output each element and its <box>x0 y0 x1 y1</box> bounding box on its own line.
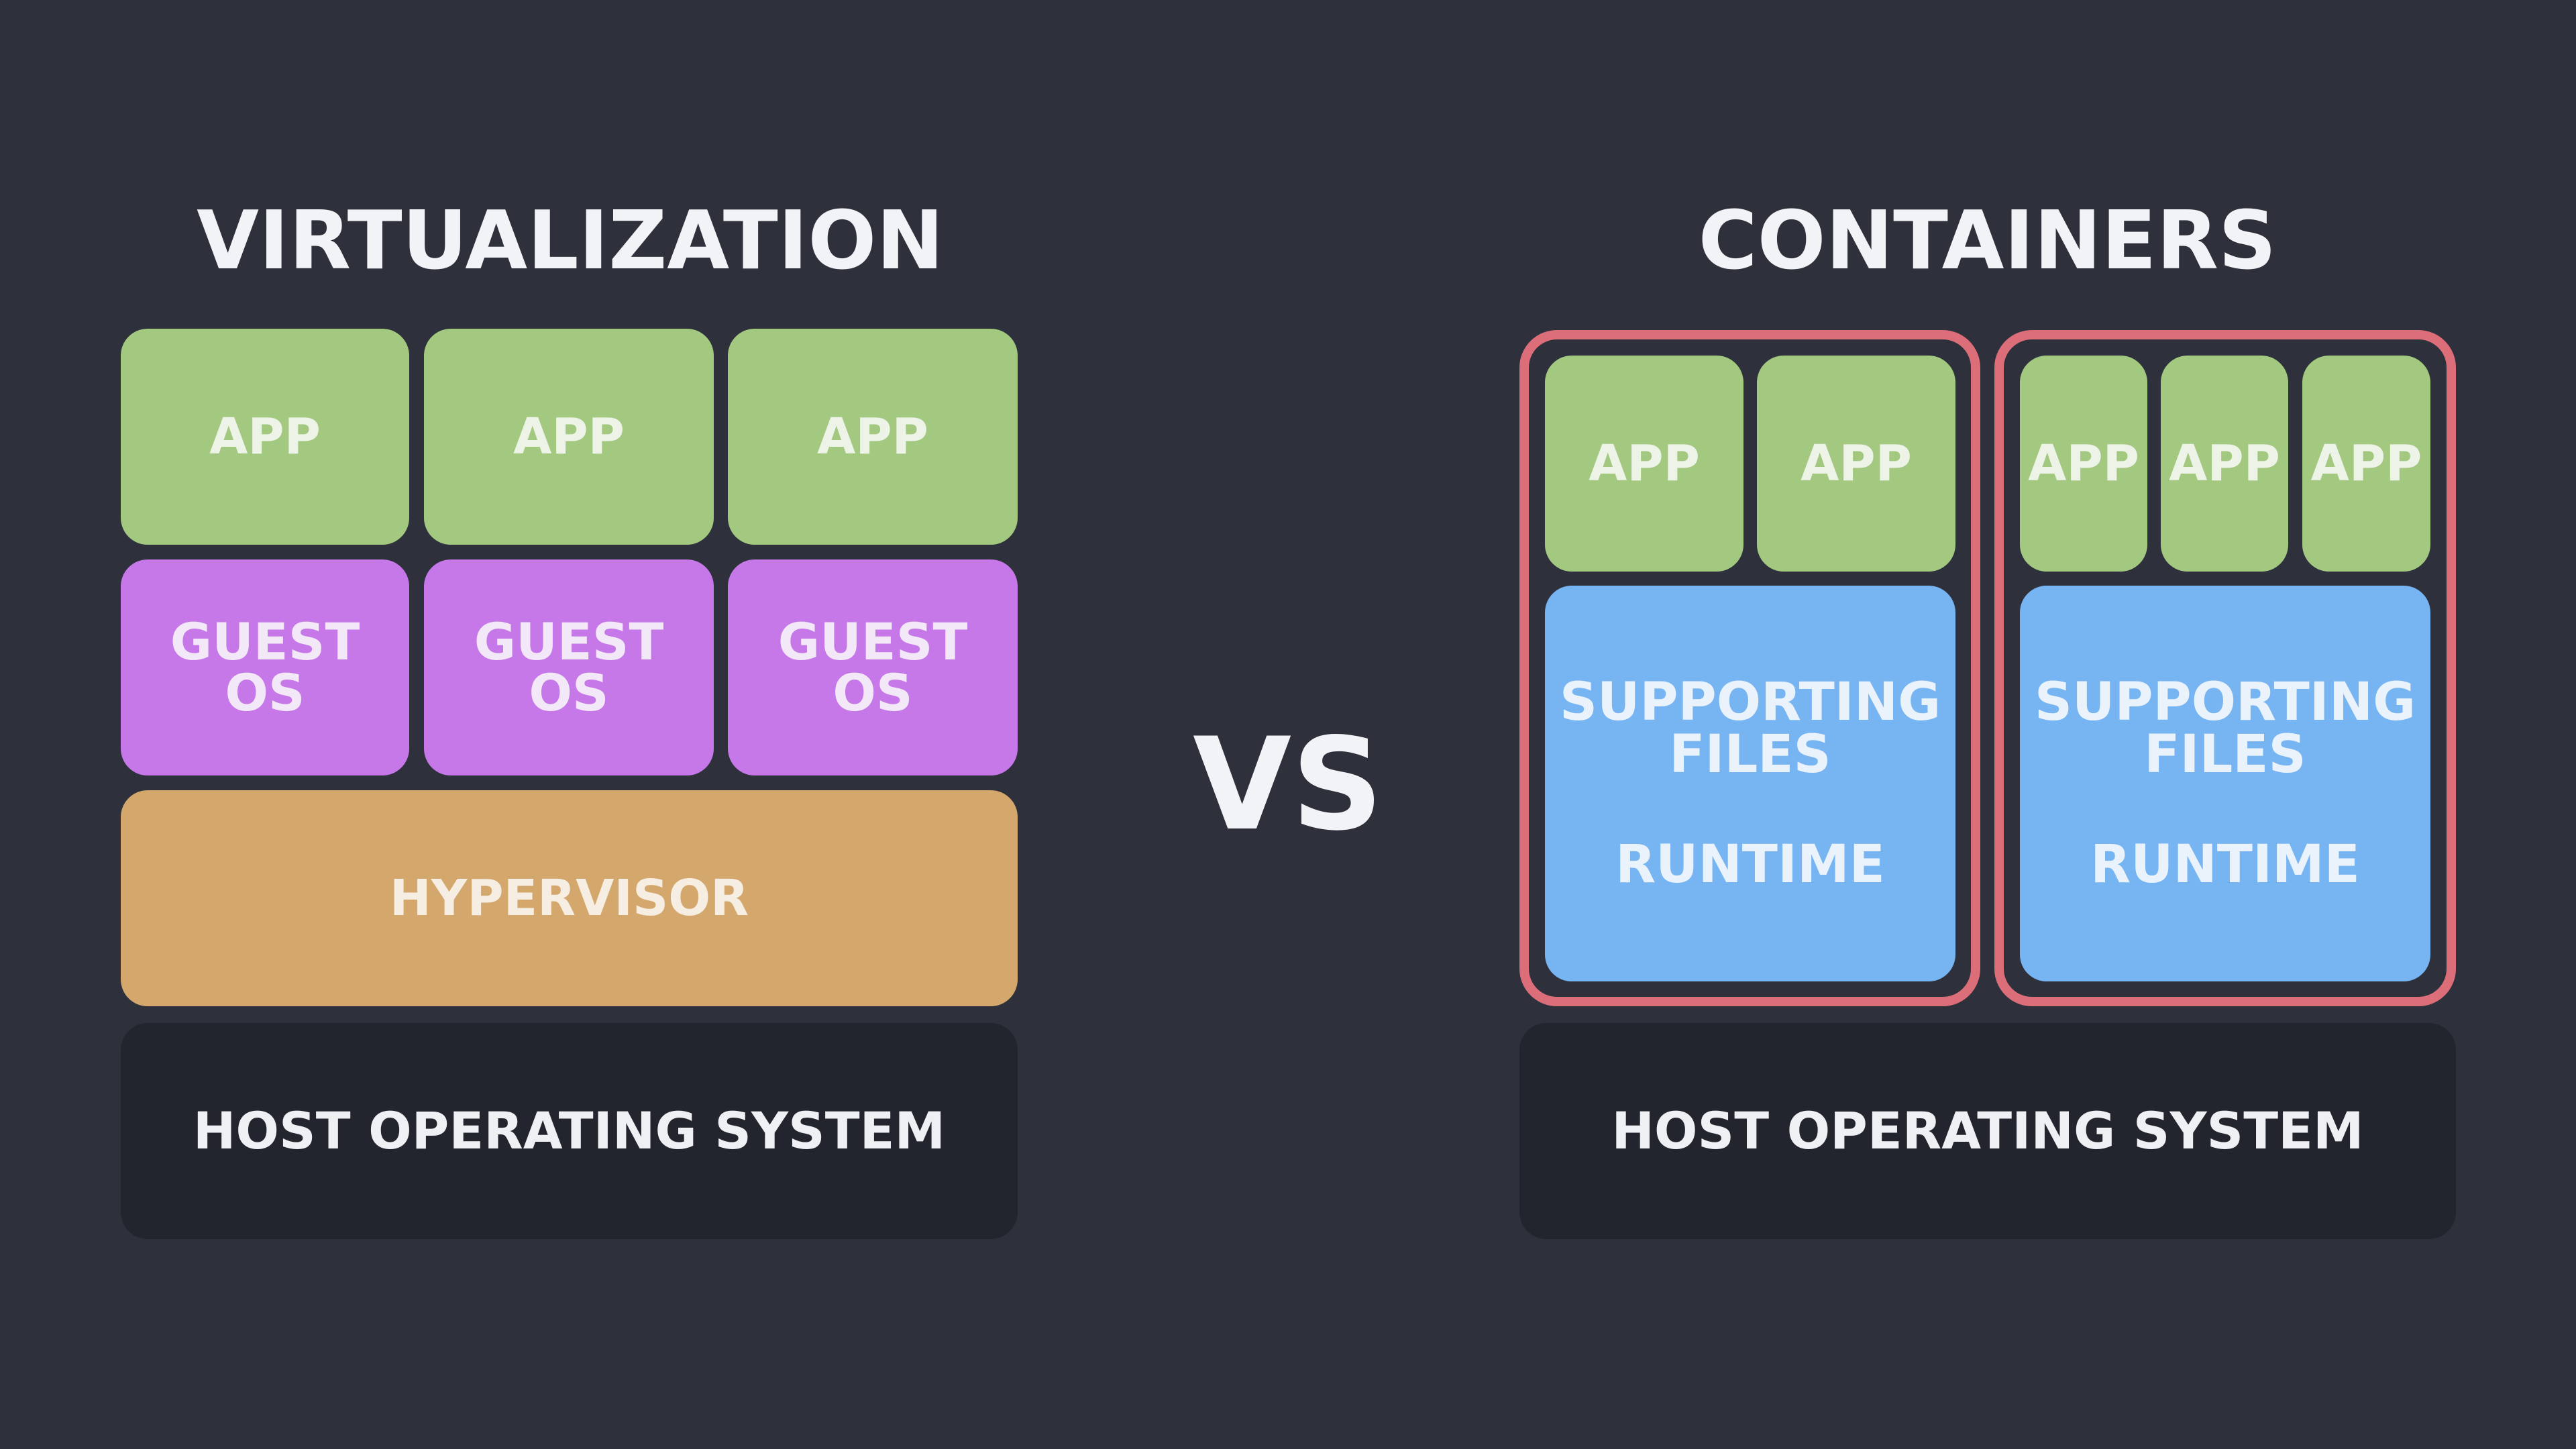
container-host-os-label: HOST OPERATING SYSTEM <box>1611 1101 2364 1161</box>
vm-host-os: HOST OPERATING SYSTEM <box>121 1023 1018 1239</box>
container-2-supporting-line2: FILES <box>2144 724 2306 785</box>
guest-os-3-line1: GUEST <box>777 612 968 672</box>
container-1-app-1-label: APP <box>1589 435 1700 492</box>
vs-label: VS <box>1193 710 1383 859</box>
container-host-os: HOST OPERATING SYSTEM <box>1519 1023 2456 1239</box>
guest-os-1-line2: OS <box>225 663 305 722</box>
container-1-app-1: APP <box>1545 356 1743 572</box>
hypervisor-label: HYPERVISOR <box>389 869 749 927</box>
container-2-app-2-label: APP <box>2169 435 2280 492</box>
container-1-supporting-line1: SUPPORTING <box>1559 672 1941 733</box>
container-1-runtime: RUNTIME <box>1615 835 1885 895</box>
container-2-app-3-label: APP <box>2310 435 2422 492</box>
vm-app-1: APP <box>121 329 409 545</box>
container-2-supporting-runtime: SUPPORTING FILES RUNTIME <box>2020 586 2430 981</box>
container-1-frame <box>1519 330 1980 1006</box>
hypervisor-layer: HYPERVISOR <box>121 790 1018 1006</box>
vm-app-3-label: APP <box>817 408 928 466</box>
guest-os-2: GUEST OS <box>424 559 714 775</box>
container-2-frame <box>1994 330 2456 1006</box>
guest-os-1: GUEST OS <box>121 559 409 775</box>
guest-os-2-line2: OS <box>529 663 609 722</box>
containers-title: CONTAINERS <box>1698 195 2277 288</box>
container-2-app-1-label: APP <box>2028 435 2139 492</box>
vm-app-3: APP <box>728 329 1018 545</box>
container-2-app-2: APP <box>2161 356 2288 572</box>
container-1-app-2: APP <box>1757 356 1955 572</box>
container-2-runtime: RUNTIME <box>2090 835 2360 895</box>
guest-os-1-line1: GUEST <box>170 612 360 672</box>
container-1-supporting-runtime: SUPPORTING FILES RUNTIME <box>1545 586 1955 981</box>
vm-host-os-label: HOST OPERATING SYSTEM <box>193 1101 946 1161</box>
vm-app-2: APP <box>424 329 714 545</box>
vm-app-2-label: APP <box>513 408 625 466</box>
container-1-app-2-label: APP <box>1801 435 1912 492</box>
guest-os-3: GUEST OS <box>728 559 1018 775</box>
container-1-supporting-line2: FILES <box>1669 724 1831 785</box>
guest-os-2-line1: GUEST <box>474 612 664 672</box>
vm-app-1-label: APP <box>209 408 321 466</box>
container-2-app-3: APP <box>2302 356 2430 572</box>
virtualization-title: VIRTUALIZATION <box>197 195 944 288</box>
container-2-app-1: APP <box>2020 356 2147 572</box>
container-2-supporting-line1: SUPPORTING <box>2034 672 2416 733</box>
guest-os-3-line2: OS <box>833 663 913 722</box>
